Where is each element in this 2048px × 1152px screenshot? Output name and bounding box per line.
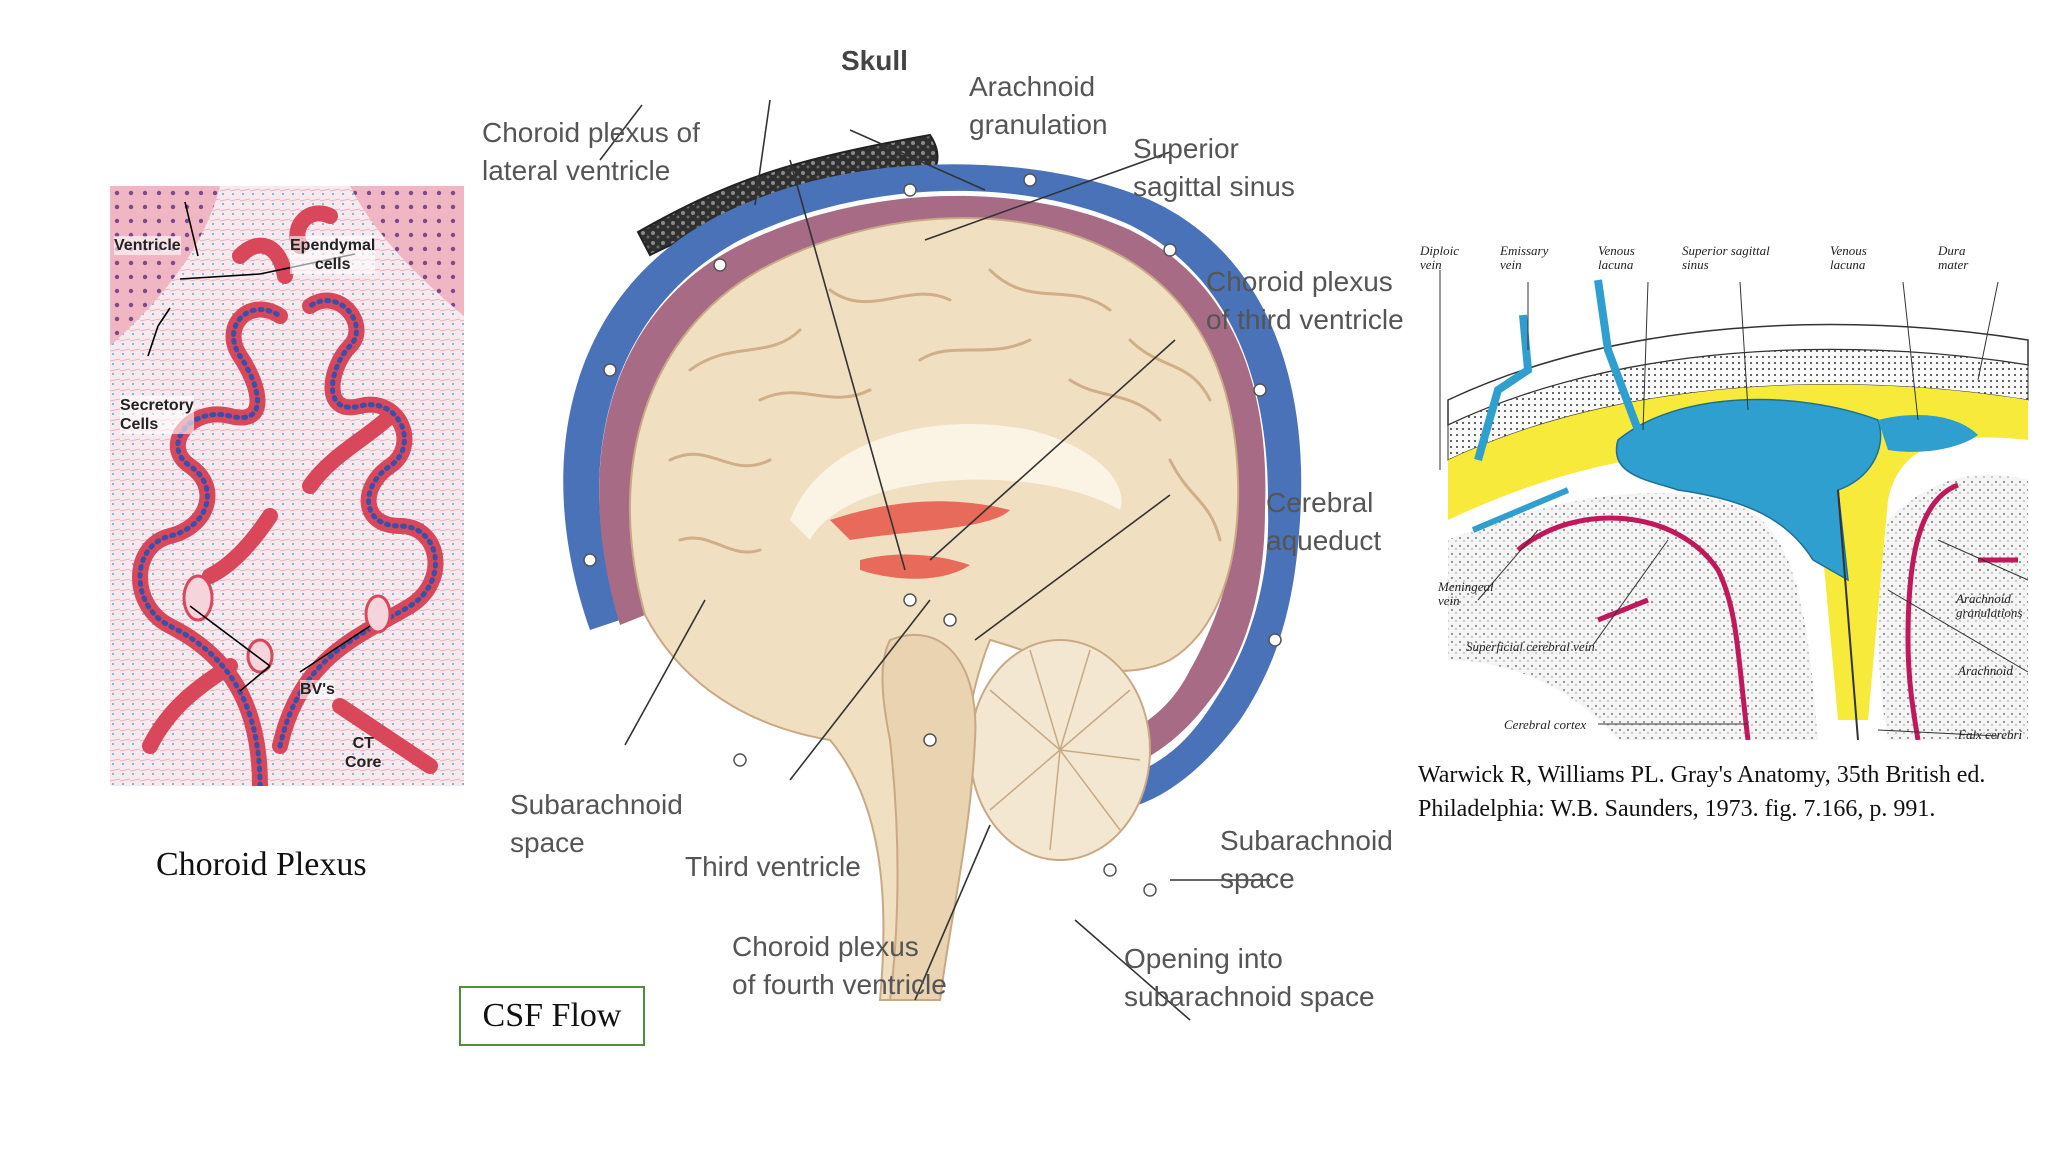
choroid-plexus-histology-image [110, 186, 464, 794]
label-venous-lacuna-1: Venous lacuna [1598, 243, 1635, 272]
label-choroid-plexus-third-ventricle: Choroid plexus of third ventricle [1206, 266, 1404, 335]
label-arachnoid-granulation: Arachnoid granulation [969, 71, 1108, 140]
grays-panel: Diploic vein Emissary vein Venous lacuna… [1418, 240, 2040, 742]
label-choroid-plexus-lateral-ventricle: Choroid plexus of lateral ventricle [482, 117, 700, 186]
label-ct-core: CT Core [345, 735, 382, 771]
label-cerebral-aqueduct: Cerebral aqueduct [1266, 487, 1382, 556]
label-third-ventricle: Third ventricle [685, 851, 861, 882]
label-subarachnoid-space-right: Subarachnoid space [1220, 825, 1393, 894]
caption-choroid-plexus: Choroid Plexus [156, 846, 367, 883]
label-arachnoid: Arachnoid [1958, 663, 2013, 678]
label-superior-sagittal-sinus: Superior sagittal sinus [1133, 133, 1295, 202]
csf-flow-panel: Skull Arachnoid granulation Choroid plex… [470, 40, 1410, 1030]
label-subarachnoid-space-left: Subarachnoid space [510, 789, 683, 858]
label-arachnoid-granulations: Arachnoid granulations [1956, 591, 2023, 620]
label-opening-into-subarachnoid-space: Opening into subarachnoid space [1124, 943, 1375, 1012]
label-dura-mater: Dura mater [1938, 243, 1969, 272]
csf-flow-box: CSF Flow [459, 986, 645, 1046]
label-superficial-cerebral-vein: Superficial cerebral vein [1466, 639, 1595, 654]
label-venous-lacuna-2: Venous lacuna [1830, 243, 1867, 272]
grays-anatomy-sinus-diagram [1439, 270, 2029, 740]
citation-line-1: Warwick R, Williams PL. Gray's Anatomy, … [1418, 762, 1986, 788]
label-emissary-vein: Emissary vein [1500, 243, 1549, 272]
label-choroid-plexus-fourth-ventricle: Choroid plexus of fourth ventricle [732, 931, 947, 1000]
label-meningeal-vein: Meningeal vein [1438, 579, 1494, 608]
label-ventricle: Ventricle [114, 236, 181, 255]
label-falx-cerebri: Falx cerebri [1958, 727, 2023, 742]
label-secretory-cells: Secretory Cells [120, 396, 194, 434]
choroid-plexus-panel: Ventricle Ependymal cells Secretory Cell… [110, 186, 464, 794]
brain-sagittal-diagram [563, 99, 1302, 1021]
label-cerebral-cortex: Cerebral cortex [1504, 717, 1587, 732]
label-bvs: BV's [300, 680, 335, 699]
label-ependymal-cells: Ependymal cells [290, 236, 376, 274]
csf-flow-label: CSF Flow [482, 997, 622, 1034]
label-diploic-vein: Diploic vein [1420, 243, 1459, 272]
label-superior-sagittal-sinus-grays: Superior sagittal sinus [1682, 243, 1770, 272]
label-skull: Skull [841, 45, 908, 76]
citation-line-2: Philadelphia: W.B. Saunders, 1973. fig. … [1418, 796, 1936, 822]
